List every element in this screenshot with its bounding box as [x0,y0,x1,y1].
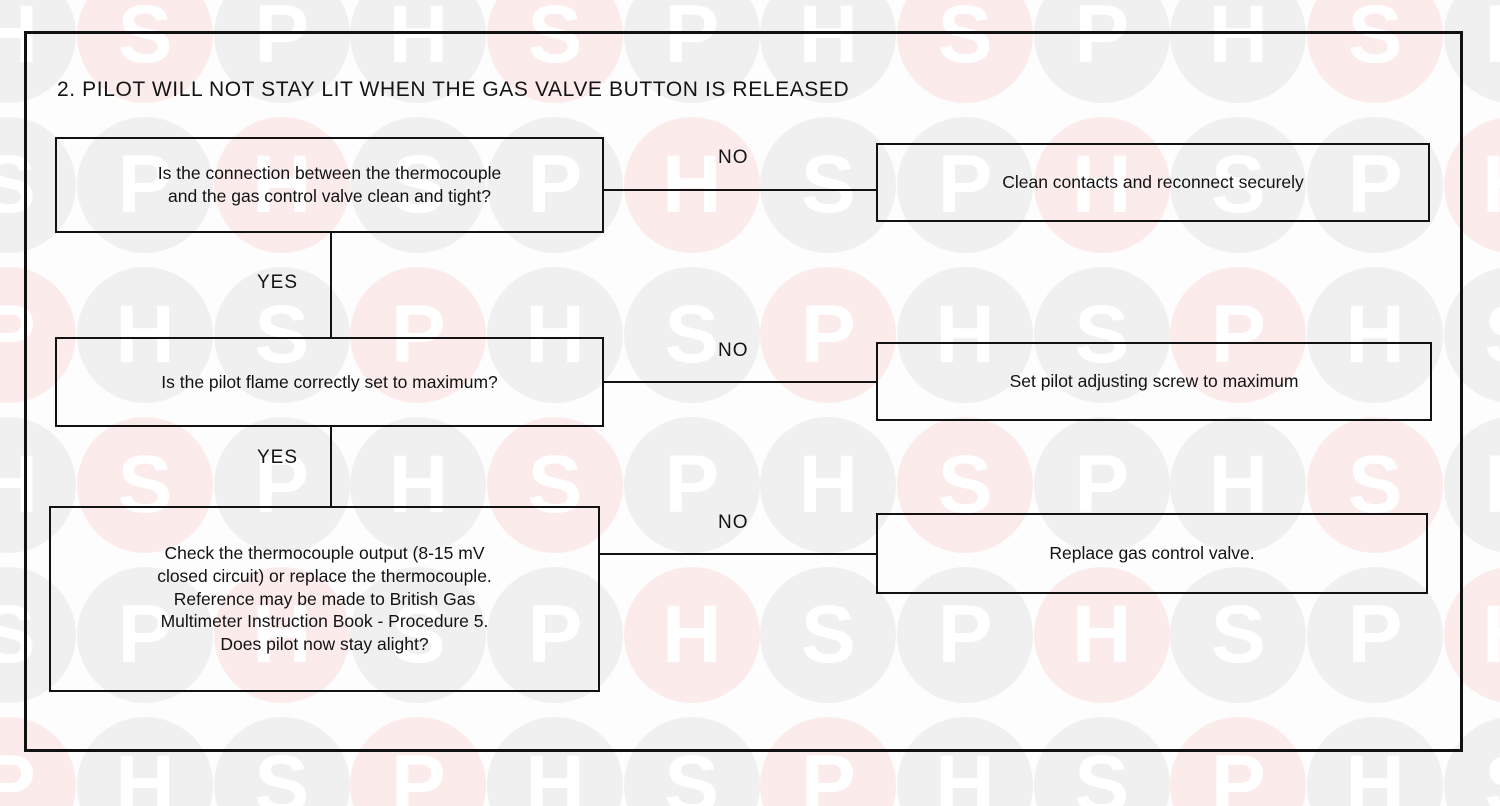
action-box-line: Set pilot adjusting screw to maximum [1009,371,1299,392]
decision-box-line: and the gas control valve clean and tigh… [167,186,491,206]
decision-box-line: Check the thermocouple output (8-15 mV [164,543,485,564]
edge-no-2-line [604,381,876,383]
edge-label-no-2: NO [718,340,749,361]
action-box-replace-valve[interactable]: Replace gas control valve. [876,513,1428,594]
edge-label-no-3: NO [718,512,749,533]
action-box-line: Replace gas control valve. [1049,543,1255,564]
decision-box-connection-check[interactable]: Is the connection between the thermocoup… [55,137,604,233]
decision-box-line: Multimeter Instruction Book - Procedure … [160,611,489,632]
action-box-set-pilot-screw[interactable]: Set pilot adjusting screw to maximum [876,342,1432,421]
decision-box-line: Is the pilot flame correctly set to maxi… [161,371,498,392]
edge-label-yes-2: YES [257,447,299,468]
edge-yes-2-line [330,426,332,507]
action-box-line: Clean contacts and reconnect securely [1002,172,1304,193]
decision-box-line: Does pilot now stay alight? [220,634,429,655]
edge-no-1-line [604,189,876,191]
decision-box-thermocouple-output[interactable]: Check the thermocouple output (8-15 mV c… [49,506,600,692]
decision-box-pilot-flame[interactable]: Is the pilot flame correctly set to maxi… [55,337,604,427]
decision-box-line: Is the connection between the thermocoup… [157,163,502,184]
edge-yes-1-line [330,232,332,339]
page-title: 2. PILOT WILL NOT STAY LIT WHEN THE GAS … [57,78,850,101]
edge-label-no-1: NO [718,147,749,168]
edge-no-3-line [600,553,876,555]
decision-box-line: closed circuit) or replace the thermocou… [157,565,492,586]
edge-label-yes-1: YES [257,272,299,293]
decision-box-line: Reference may be made to British Gas [173,588,476,609]
action-box-clean-contacts[interactable]: Clean contacts and reconnect securely [876,143,1430,222]
